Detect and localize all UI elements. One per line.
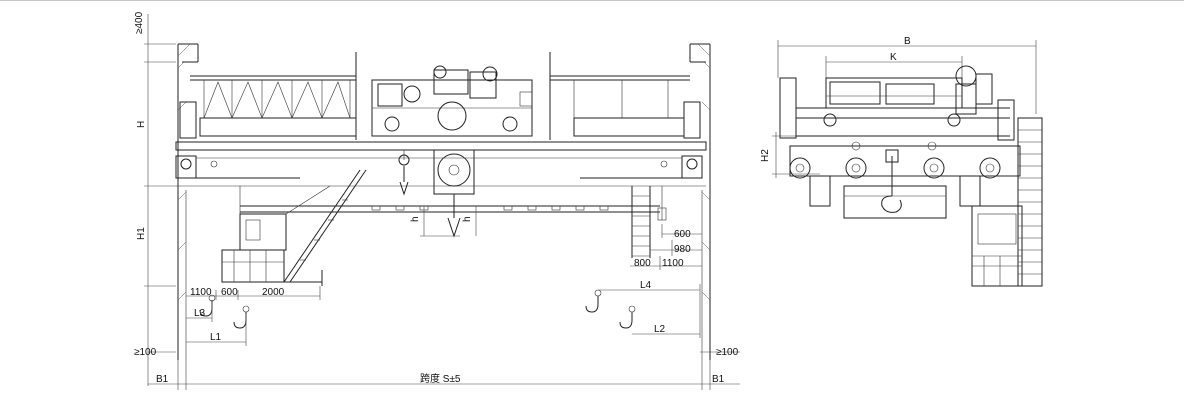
dim-L1-label: L1 <box>210 332 222 343</box>
left-limit-hooks <box>199 294 250 329</box>
front-view: ≥400 H H1 ≥100 ≥100 B1 B1 跨度 S±5 1100 60… <box>134 11 740 390</box>
trolley <box>371 65 533 137</box>
dim-800-label: 800 <box>634 258 651 269</box>
left-railing <box>190 52 357 140</box>
span-label: 跨度 S±5 <box>420 372 461 385</box>
dim-1100-left-label: 1100 <box>190 287 212 298</box>
side-trolley <box>825 65 993 115</box>
dim-L4-label: L4 <box>640 280 652 291</box>
right-end-block <box>683 101 701 139</box>
dim-100-right-label: ≥100 <box>716 347 739 358</box>
main-hook-block <box>398 149 475 238</box>
dim-600-right-label: 600 <box>674 229 691 240</box>
side-wheels <box>789 141 1001 179</box>
dim-400-label: ≥400 <box>134 11 145 34</box>
lower-beam <box>240 205 660 213</box>
dim-2000-label: 2000 <box>262 287 285 298</box>
dim-L2-label: L2 <box>654 324 666 335</box>
right-railing <box>549 52 690 140</box>
side-ladder <box>1017 117 1043 287</box>
right-limit-hooks <box>585 289 636 329</box>
dim-1100-right-label: 1100 <box>662 258 684 269</box>
dim-h-right-label: h <box>462 216 473 222</box>
operator-cab <box>221 169 367 286</box>
dim-L3-label: L3 <box>194 308 206 319</box>
top-border <box>0 0 1184 1</box>
left-building-wall <box>177 43 199 360</box>
dim-B1-right-label: B1 <box>712 374 725 385</box>
side-frame <box>779 77 1021 177</box>
dim-980-label: 980 <box>674 244 691 255</box>
dim-H-label: H <box>136 121 147 128</box>
dim-B1-left-label: B1 <box>156 374 169 385</box>
dim-B-label: B <box>904 36 911 47</box>
dim-h-left-label: h <box>410 216 421 222</box>
dim-K-label: K <box>890 52 897 63</box>
dim-H2-label: H2 <box>760 149 771 162</box>
side-lower-structure <box>809 175 1023 287</box>
front-dimensions <box>144 14 740 390</box>
dim-600-left-label: 600 <box>221 287 238 298</box>
dim-H1-label: H1 <box>136 227 147 240</box>
side-hook <box>881 149 902 213</box>
dim-100-left-label: ≥100 <box>134 347 157 358</box>
side-view: B K H2 <box>760 36 1043 287</box>
right-ladder <box>631 186 667 258</box>
right-building-wall <box>689 43 711 360</box>
left-end-block <box>179 101 197 139</box>
